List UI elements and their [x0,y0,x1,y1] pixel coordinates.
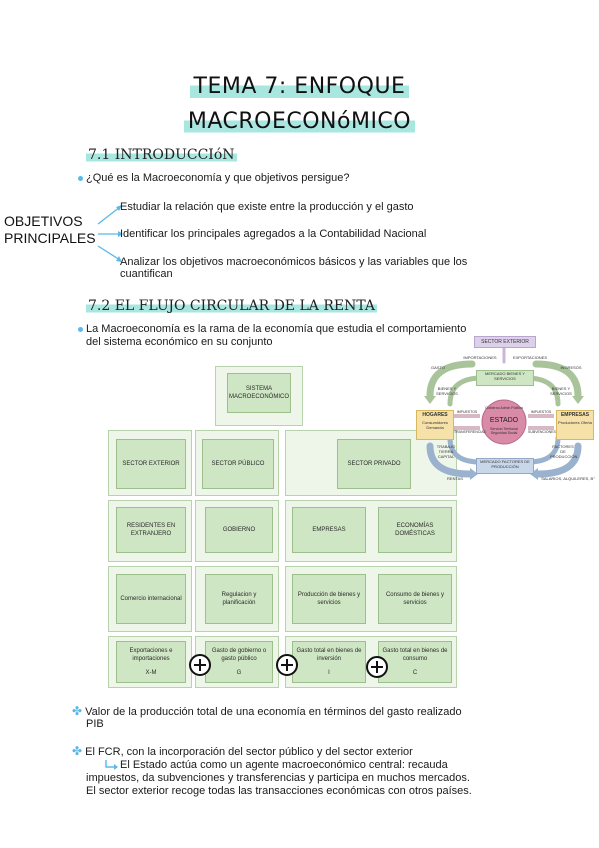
flow-mercado-factores: MERCADO FACTORES DE PRODUCCIÓN [476,458,534,474]
flow-mercado-bienes: MERCADO BIENES Y SERVICIOS [476,370,534,386]
fcr-note-line-1: ✤ El FCR, con la incorporación del secto… [72,744,413,759]
pib-note-line-2: PIB [86,718,104,730]
fcr-note-line-2: El Estado actúa como un agente macroecon… [120,759,448,771]
flow-gasto-label: GASTO [431,365,445,370]
pib-note-line-1: ✤ Valor de la producción total de una ec… [72,704,462,719]
flow-exportaciones-label: EXPORTACIONES [512,355,548,360]
fcr-note-line-4: El sector exterior recoge todas las tran… [86,785,472,797]
page-title-line-1: TEMA 7: ENFOQUE [0,74,599,99]
flow-estado: ESTADO [489,417,519,424]
tree-consumo: Consumo de bienes y servicios [378,574,452,624]
flow-bienes-left: BIENES Y SERVICIOS [436,386,458,396]
objective-item-2: Identificar los principales agregados a … [120,228,427,240]
tree-sector-exterior: SECTOR EXTERIOR [116,439,186,489]
flow-ingresos-label: INGRESOS [560,365,582,370]
flow-bienes-right: BIENES Y SERVICIOS [550,386,572,396]
objective-item-3-cont: cuantifican [120,268,173,280]
tree-root: SISTEMA MACROECONÓMICO [227,373,291,413]
tree-comercio: Comercio internacional [116,574,186,624]
objectives-label-2: PRINCIPALES [4,230,96,246]
flow-renta-label: RENTAS [447,476,463,481]
tree-residentes: RESIDENTES EN EXTRANJERO [116,507,186,553]
objective-item-3: Analizar los objetivos macroeconómicos b… [120,256,468,268]
flow-transferencias-left: TRANSFERENCIAS [454,430,486,434]
return-arrow-icon [105,760,118,770]
intro-question: ¿Qué es la Macroeconomía y que objetivos… [78,172,350,185]
flow-trabajo-label: TRABAJO TIERRA CAPITAL [436,444,456,459]
objectives-label-1: OBJETIVOS [4,213,83,229]
section-heading-intro: 7.1 INTRODUCCIóN [86,147,237,163]
plus-icon [276,654,298,676]
star-bullet-icon: ✤ [72,744,83,758]
flujo-intro-line-1: La Macroeconomía es la rama de la econom… [78,323,466,336]
page-title-line-2: MACROECONóMICO [0,109,599,134]
flow-impuestos-left: IMPUESTOS [456,410,478,414]
tree-produccion: Producción de bienes y servicios [292,574,366,624]
tree-economias-domesticas: ECONOMÍAS DOMÉSTICAS [378,507,452,553]
bullet-dot-icon [78,175,83,181]
tree-sector-publico: SECTOR PÚBLICO [202,439,274,489]
plus-icon [366,656,388,678]
flow-impuestos-right: IMPUESTOS [530,410,552,414]
bullet-dot-icon [78,326,83,332]
objectives-arrows-icon [97,205,123,262]
flow-sector-exterior: SECTOR EXTERIOR [474,336,536,348]
section-heading-flujo: 7.2 EL FLUJO CIRCULAR DE LA RENTA [86,298,378,314]
plus-icon [189,654,211,676]
circular-flow-diagram: SECTOR EXTERIOR IMPORTACIONES EXPORTACIO… [410,334,598,486]
flujo-intro-line-2: del sistema económico en su conjunto [86,336,273,348]
flow-estado-bottom: Servicio Territorial Seguridad Social [490,427,518,435]
star-bullet-icon: ✤ [72,704,83,718]
tree-sector-privado: SECTOR PRIVADO [337,439,411,489]
fcr-note-line-3: impuestos, da subvenciones y transferenc… [86,772,470,784]
flow-subvenciones-right: SUBVENCIONES [528,430,556,434]
flow-importaciones-label: IMPORTACIONES [463,355,497,360]
flow-estado-top: Gobierno Admin Pública [485,406,523,410]
flow-factores-label: FACTORES DE PRODUCCIÓN [550,444,578,459]
flow-salarios-label: SALARIOS, ALQUILERES, B° [541,476,595,481]
objective-item-1: Estudiar la relación que existe entre la… [120,201,414,213]
tree-gobierno: GOBIERNO [205,507,273,553]
tree-regulacion: Regulacion y planificación [205,574,273,624]
tree-empresas: EMPRESAS [292,507,366,553]
